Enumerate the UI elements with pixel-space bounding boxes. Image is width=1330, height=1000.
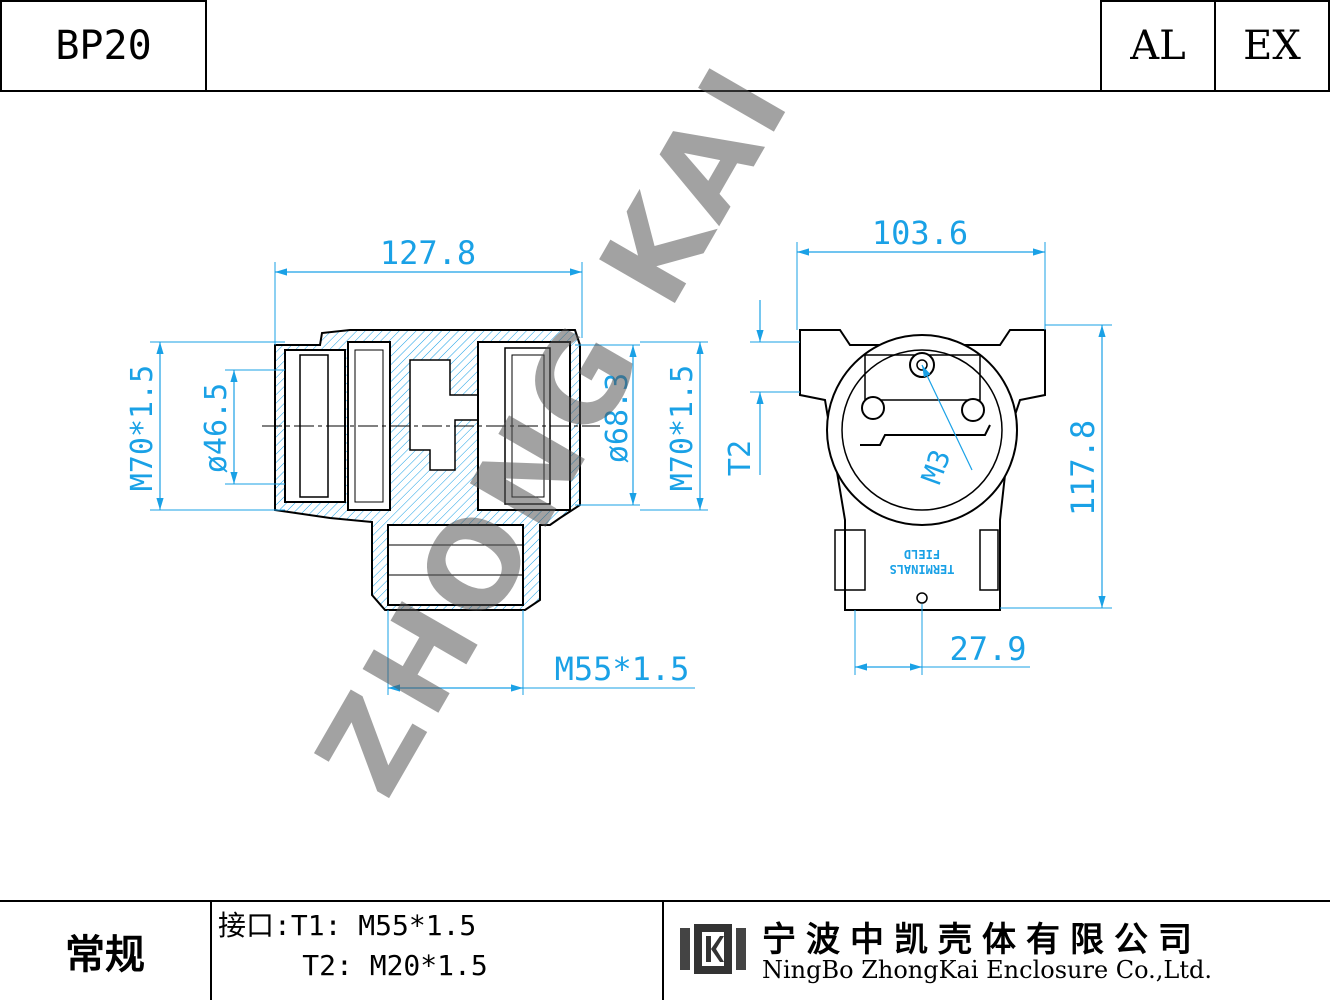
ports-block: 接口:T1: M55*1.5 T2: M20*1.5 — [218, 906, 488, 986]
ground-strip — [860, 424, 991, 446]
al-label: AL — [1130, 23, 1186, 69]
dim-thread-right-label: M70*1.5 — [665, 365, 700, 491]
plate-text-field: FIELD — [904, 547, 940, 561]
dim-width-front-label: 103.6 — [872, 214, 968, 252]
bottom-bore — [387, 524, 524, 606]
plate-right-rib — [979, 529, 999, 591]
plate-text-terminals: TERMINALS — [889, 562, 954, 576]
dim-diameter-right-label: ø68.3 — [600, 373, 635, 463]
mount-hole-right — [961, 398, 985, 422]
category-label: 常规 — [65, 932, 145, 978]
middle-passage — [409, 359, 481, 471]
footer-col-divider-1 — [210, 900, 212, 1000]
ex-label: EX — [1243, 23, 1301, 69]
model-label: BP20 — [55, 23, 152, 69]
ports-line-2: T2: M20*1.5 — [218, 949, 488, 982]
side-view: 127.8 M70*1.5 ø46.5 ø68.3 M70*1.5 — [125, 234, 708, 695]
mount-hole-left — [861, 396, 885, 420]
dim-height-front-label: 117.8 — [1064, 420, 1102, 516]
dim-port-label: T2 — [723, 440, 758, 476]
ports-line-1: 接口:T1: M55*1.5 — [218, 909, 477, 942]
category-cell: 常规 — [0, 902, 210, 1000]
dim-screw-leader — [921, 364, 973, 471]
dim-width-side-label: 127.8 — [380, 234, 476, 272]
dim-offset-label: 27.9 — [949, 630, 1026, 668]
ex-cell: EX — [1214, 0, 1330, 92]
earth-screw — [916, 592, 928, 604]
front-bore-outer — [826, 334, 1018, 526]
company-name-en: NingBo ZhongKai Enclosure Co.,Ltd. — [762, 956, 1212, 984]
dim-thread-bottom-label: M55*1.5 — [555, 650, 690, 688]
dim-thread-left-label: M70*1.5 — [125, 365, 160, 491]
company-name-cn: 宁波中凯壳体有限公司 — [762, 920, 1202, 960]
front-view: TERMINALS FIELD 103.6 T2 M3 117.8 — [723, 214, 1112, 675]
dim-diameter-inner-label: ø46.5 — [199, 383, 234, 473]
plate-left-rib — [834, 529, 866, 591]
footer-col-divider-2 — [662, 900, 664, 1000]
front-bore-inner — [841, 349, 1003, 511]
company-logo — [680, 924, 746, 974]
footer-divider — [0, 900, 1330, 902]
header-divider — [0, 90, 1330, 92]
